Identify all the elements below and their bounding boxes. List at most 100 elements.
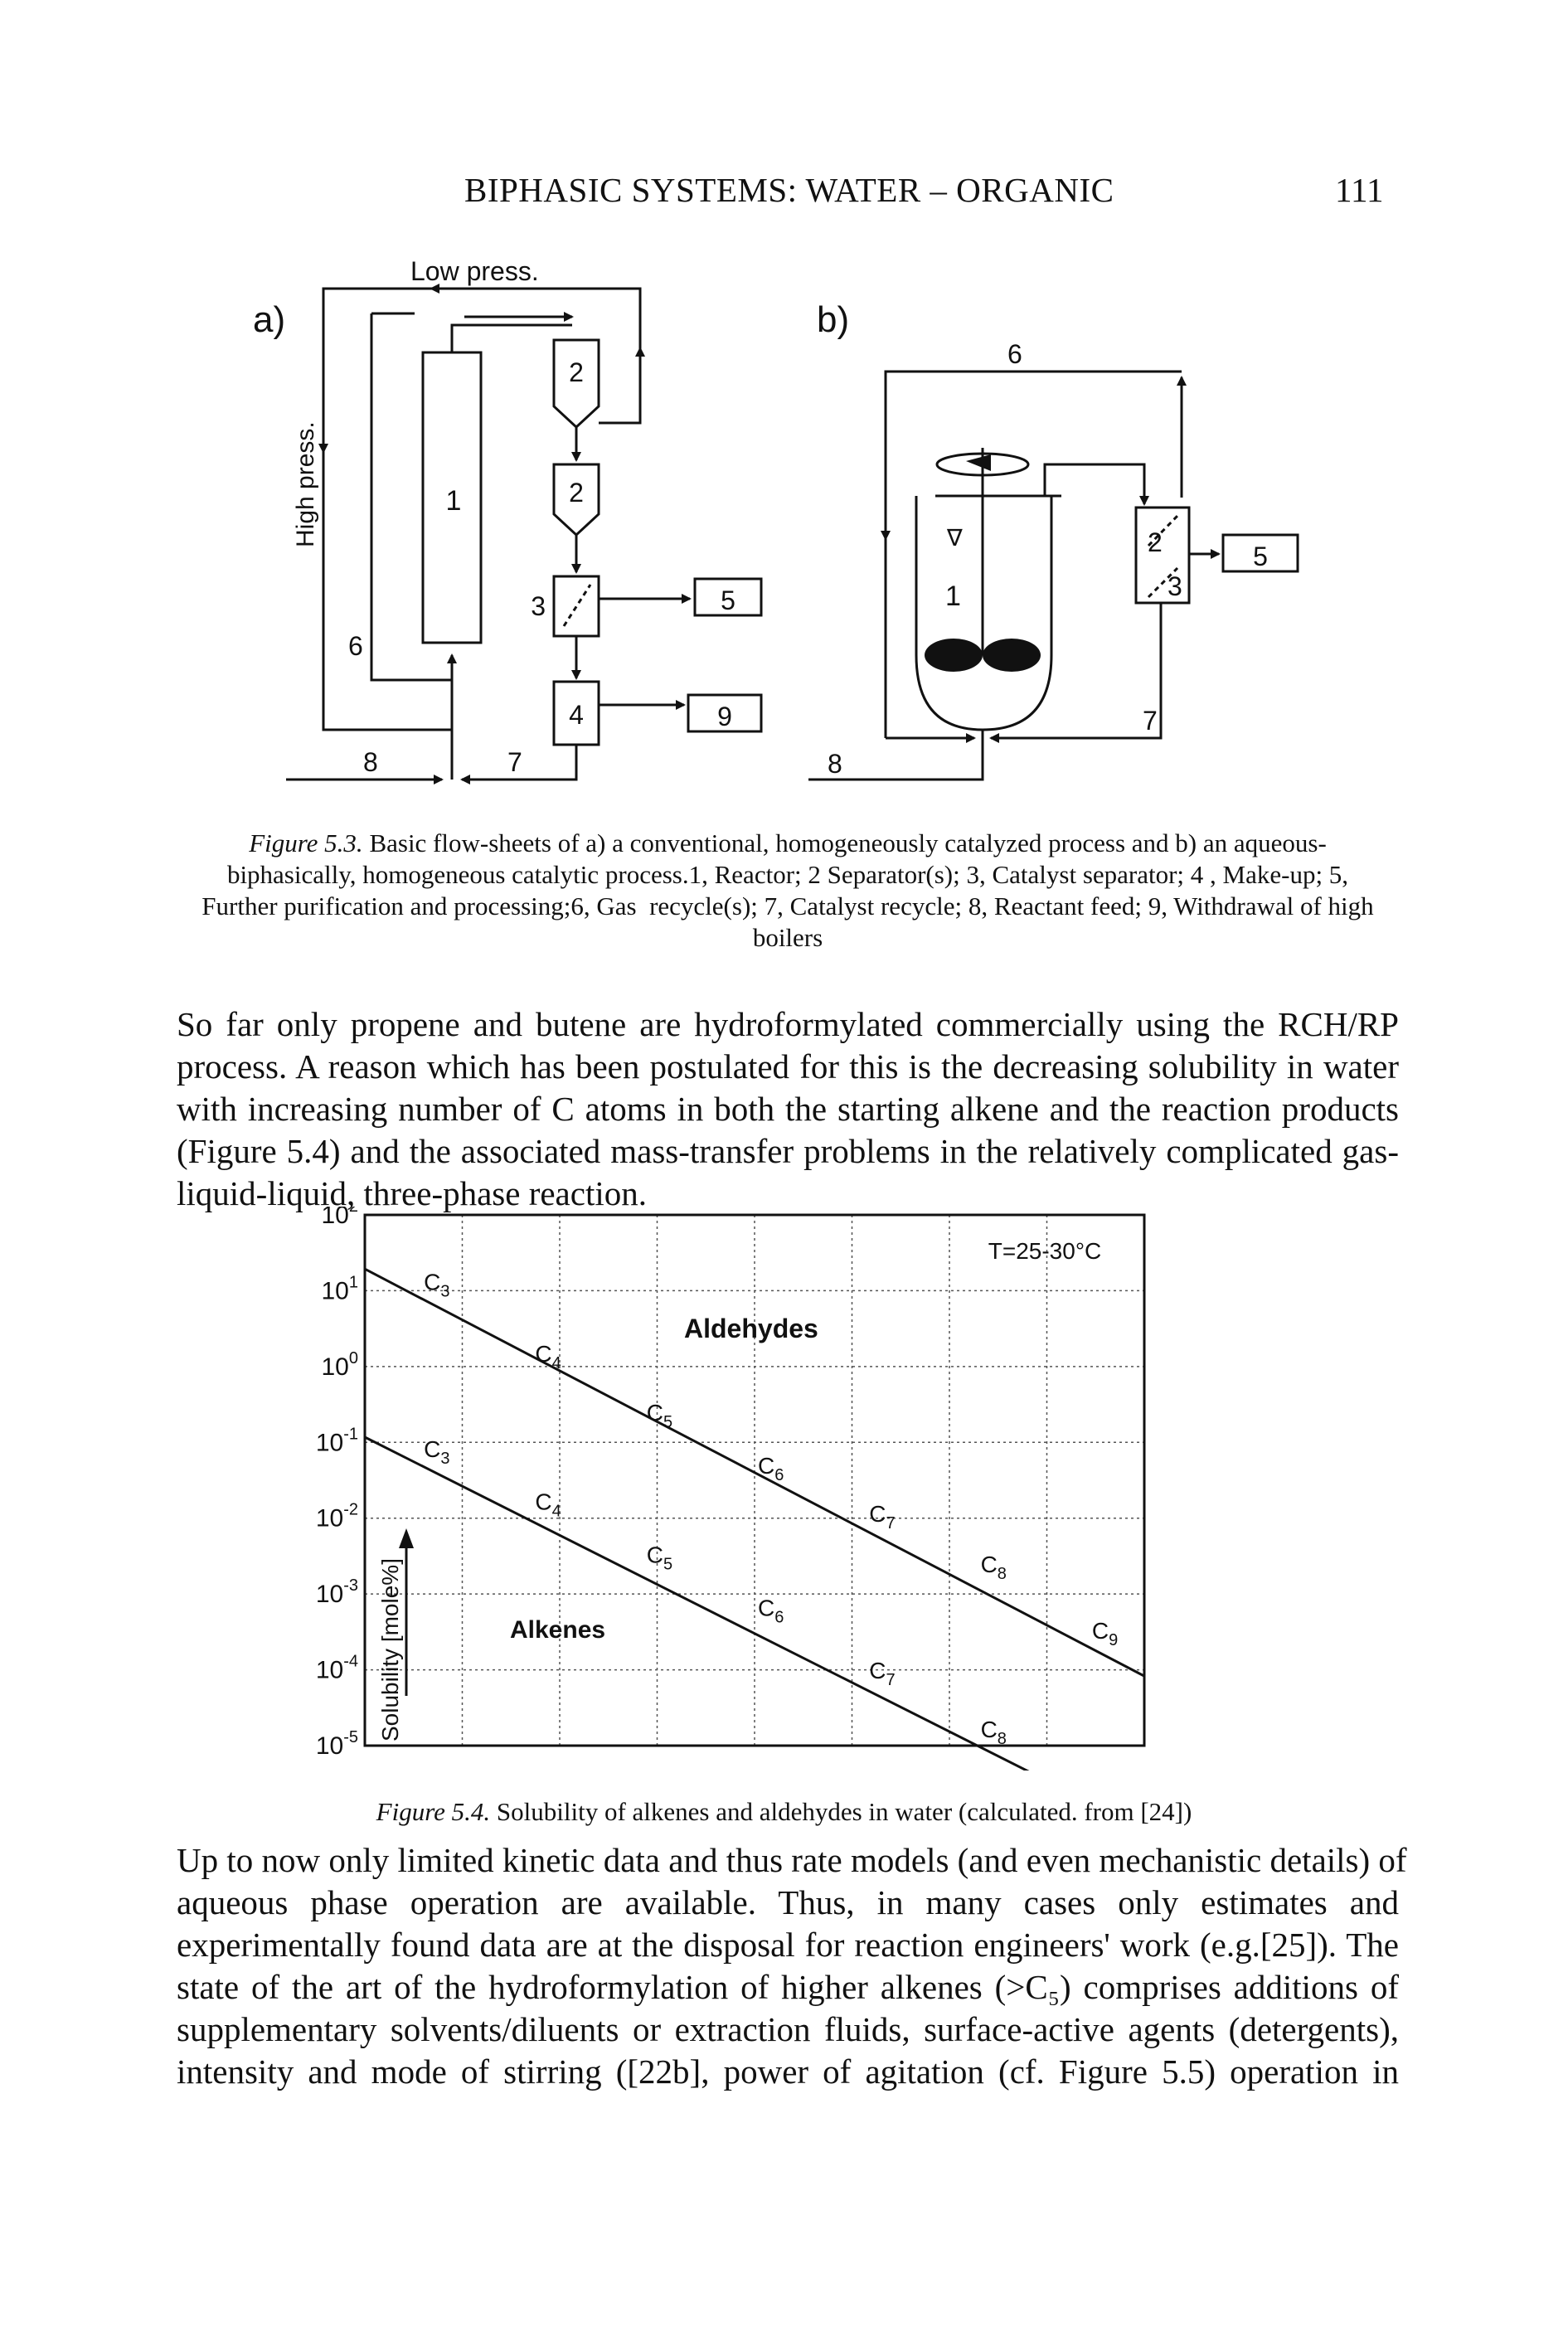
paragraph-1: So far only propene and butene are hydro… <box>177 1003 1399 1215</box>
y-tick-exponent: 0 <box>349 1349 358 1367</box>
y-arrow-head <box>399 1528 414 1548</box>
point-label-sub: 5 <box>663 1413 672 1431</box>
text-line: liquid-liquid, three-phase reaction. <box>177 1174 647 1212</box>
withdrawal-9 <box>687 693 763 733</box>
text-line: (Figure 5.4) and the associated mass-tra… <box>177 1132 1399 1170</box>
caption-text: Solubility of alkenes and aldehydes in w… <box>496 1797 1192 1826</box>
stream-8a: 8 <box>363 747 378 777</box>
text-line: state of the art of the hydroformylation… <box>177 1968 1399 2006</box>
y-tick-label: 10-3 <box>316 1576 358 1608</box>
point-label-sub: 7 <box>886 1671 896 1689</box>
paragraph-2: Up to now only limited kinetic data and … <box>177 1839 1407 2093</box>
figure-5-3-flowsheets: a) Low press. High press. 1 2 2 3 4 5 9 … <box>253 256 1299 784</box>
aldehydes-label: Aldehydes <box>684 1314 818 1343</box>
purif-b-label: 5 <box>1253 542 1268 571</box>
purification-5a <box>693 577 763 617</box>
point-label: C6 <box>758 1596 784 1627</box>
cat-sep-label: 3 <box>531 591 546 621</box>
sep2-label: 2 <box>569 478 584 508</box>
point-label-sub: 4 <box>552 1503 561 1521</box>
sep1-label: 2 <box>569 357 584 387</box>
point-label-sub: 9 <box>1109 1631 1118 1649</box>
separator-2-second <box>552 463 600 537</box>
series-line <box>364 1435 1030 1771</box>
text-line: Up to now only limited kinetic data and … <box>177 1841 1407 1879</box>
high-press-label: High press. <box>292 421 319 547</box>
point-label: C3 <box>424 1436 449 1468</box>
plot-frame <box>363 1213 1146 1747</box>
reactor-b-label: 1 <box>945 580 961 612</box>
text-line: intensity and mode of stirring ([22b], p… <box>177 2052 1399 2091</box>
text-line: experimentally found data are at the dis… <box>177 1926 1399 1964</box>
caption-line: biphasically, homogeneous catalytic proc… <box>226 860 1349 889</box>
panel-a-label: a) <box>253 299 285 340</box>
point-label: C7 <box>869 1658 895 1689</box>
y-tick-label: 10-5 <box>316 1728 358 1760</box>
sep-b-top-label: 2 <box>1148 527 1163 557</box>
point-label-sub: 6 <box>774 1609 784 1627</box>
caption-line: boilers <box>752 923 823 952</box>
withdraw-label: 9 <box>717 702 732 731</box>
point-label-sub: 6 <box>774 1466 784 1484</box>
caption-label: Figure 5.3. <box>249 828 363 857</box>
text-line: process. A reason which has been postula… <box>177 1047 1399 1086</box>
y-tick-label: 10-1 <box>316 1425 358 1456</box>
purif-a-label: 5 <box>721 585 735 615</box>
point-label-sub: 3 <box>440 1282 449 1300</box>
text-line: with increasing number of C atoms in bot… <box>177 1090 1399 1128</box>
temperature-annotation: T=25-30°C <box>988 1238 1102 1264</box>
y-tick-exponent: -1 <box>343 1425 358 1443</box>
stream-8b: 8 <box>828 749 842 779</box>
point-label-sub: 8 <box>998 1565 1007 1583</box>
point-label: C4 <box>535 1489 561 1521</box>
point-label-sub: 4 <box>552 1354 561 1372</box>
point-label: C8 <box>981 1552 1007 1583</box>
text-line: So far only propene and butene are hydro… <box>177 1005 1399 1043</box>
y-tick-exponent: -3 <box>343 1576 358 1595</box>
stream-6b: 6 <box>1007 339 1022 369</box>
point-label: C3 <box>424 1269 449 1300</box>
stream-6a: 6 <box>348 631 363 661</box>
reactor-a-label: 1 <box>446 485 462 517</box>
y-tick-exponent: -4 <box>343 1653 358 1671</box>
point-label: C4 <box>535 1341 561 1372</box>
catalyst-separator-3 <box>552 575 600 638</box>
series-line <box>364 1267 1145 1678</box>
y-tick-exponent: -2 <box>343 1501 358 1519</box>
caption-line: Further purification and processing;6, G… <box>201 891 1374 920</box>
running-head-title: BIPHASIC SYSTEMS: WATER – ORGANIC <box>464 171 1114 209</box>
point-label-sub: 5 <box>663 1556 672 1574</box>
y-tick-label: 10-2 <box>316 1501 358 1533</box>
point-label: C9 <box>1092 1618 1118 1649</box>
point-label-sub: 7 <box>886 1514 896 1533</box>
stream-7a: 7 <box>507 747 522 777</box>
panel-b-label: b) <box>817 299 849 340</box>
y-tick-label: 102 <box>322 1207 359 1229</box>
text-line: aqueous phase operation are available. T… <box>177 1883 1399 1921</box>
y-axis-label: Solubility [mole%] <box>377 1558 403 1741</box>
point-label-sub: 8 <box>998 1730 1007 1748</box>
point-label: C5 <box>647 1542 672 1574</box>
separator-2-top <box>552 338 600 430</box>
y-tick-exponent: 2 <box>349 1207 358 1216</box>
text-line: supplementary solvents/diluents or extra… <box>177 2010 1399 2048</box>
y-tick-exponent: -5 <box>343 1728 358 1746</box>
y-tick-label: 101 <box>322 1273 359 1304</box>
y-tick-label: 10-4 <box>316 1653 358 1684</box>
point-label: C7 <box>869 1501 895 1533</box>
point-label: C5 <box>647 1400 672 1431</box>
caption-label: Figure 5.4. <box>376 1797 491 1826</box>
y-tick-exponent: 1 <box>349 1273 358 1291</box>
page-number: 111 <box>1335 171 1384 209</box>
figure-5-3-caption: Figure 5.3. Basic flow-sheets of a) a co… <box>191 828 1385 954</box>
caption-line: Basic flow-sheets of a) a conventional, … <box>369 828 1327 857</box>
point-label-sub: 3 <box>440 1450 449 1468</box>
stream-7b: 7 <box>1143 706 1158 736</box>
y-tick-label: 100 <box>322 1349 359 1381</box>
low-press-label: Low press. <box>410 256 539 286</box>
level-mark: ∇ <box>946 525 963 551</box>
sep-b-bot-label: 3 <box>1168 571 1182 601</box>
alkenes-label: Alkenes <box>510 1616 605 1644</box>
makeup-label: 4 <box>569 700 584 730</box>
